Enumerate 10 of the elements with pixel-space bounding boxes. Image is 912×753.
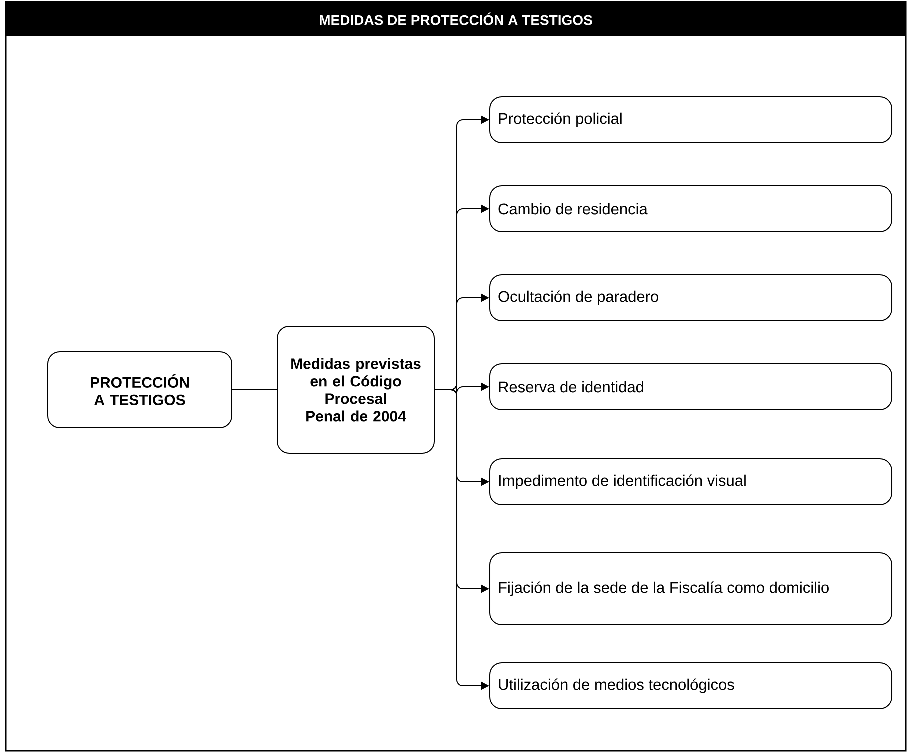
- measure-box: Protección policial: [490, 96, 892, 144]
- measure-box: Fijación de la sede de la Fiscalía como domicilio: [490, 552, 892, 626]
- rounded-box: PROTECCIÓN A TESTIGOS: [48, 352, 232, 428]
- measure-box: Utilización de medios tecnológicos: [490, 662, 892, 710]
- measure-box: Ocultación de paradero: [490, 274, 892, 322]
- measure-box: Impedimento de identificación visual: [490, 458, 892, 506]
- measure-box: Reserva de identidad: [490, 364, 892, 410]
- title-bar: MEDIDAS DE PROTECCIÓN A TESTIGOS: [6, 2, 906, 36]
- rounded-box: Medidas previstas en el Código Procesal Penal de 2004: [277, 326, 435, 454]
- measure-box: Cambio de residencia: [490, 186, 892, 232]
